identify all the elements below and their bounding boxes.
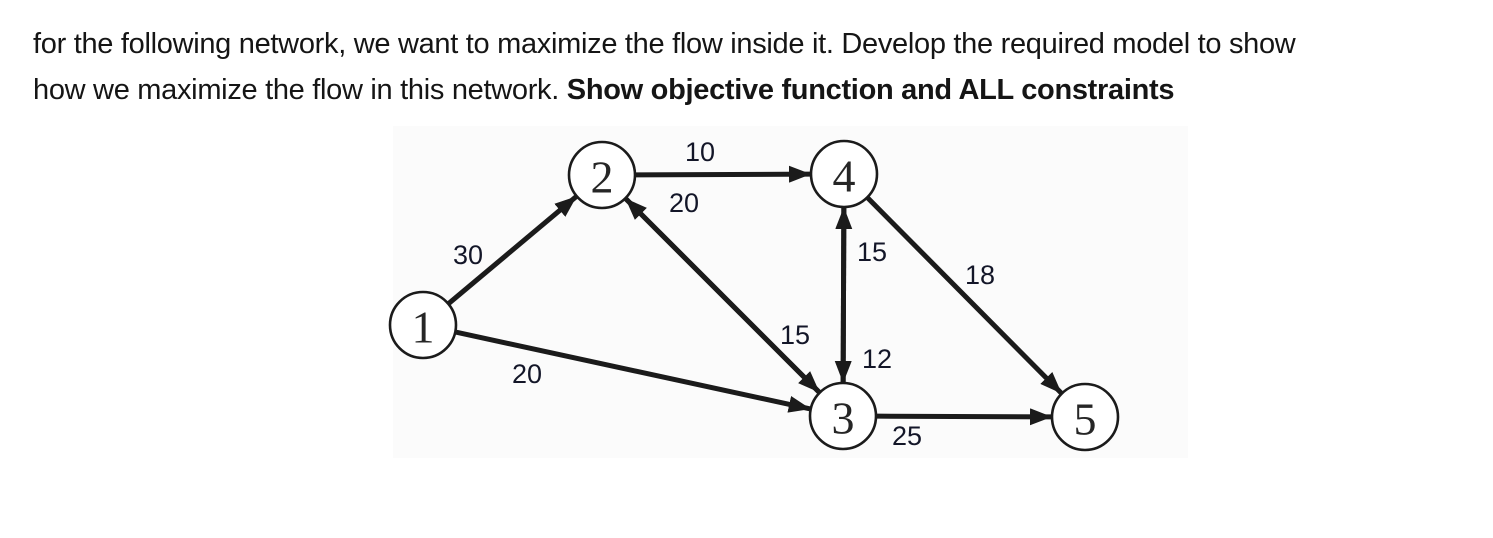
edge-4-3 xyxy=(834,207,852,384)
capacity-label-3-4-12: 12 xyxy=(862,344,892,374)
node-circle-1 xyxy=(388,290,458,360)
edge-1-3 xyxy=(455,329,811,413)
node-number-2: 2 xyxy=(591,152,614,203)
node-circle-3 xyxy=(808,381,878,451)
node-4: 4 xyxy=(809,139,879,209)
capacity-label-3-5-25: 25 xyxy=(892,421,922,451)
node-circle-5 xyxy=(1050,382,1120,452)
node-number-5: 5 xyxy=(1074,394,1097,445)
capacity-label-2-3-15: 15 xyxy=(780,320,810,350)
capacity-label-4-5-18: 18 xyxy=(965,260,995,290)
problem-statement-line2: how we maximize the flow in this network… xyxy=(33,67,1295,113)
node-number-4: 4 xyxy=(833,151,856,202)
node-circle-4 xyxy=(809,139,879,209)
edge-2-4 xyxy=(635,165,812,183)
statement-text-line2-regular: how we maximize the flow in this network… xyxy=(33,74,567,106)
edges-layer xyxy=(447,165,1063,426)
node-2: 2 xyxy=(567,140,637,210)
node-5: 5 xyxy=(1050,382,1120,452)
edge-1-2 xyxy=(447,194,578,306)
capacity-label-1-3-20: 20 xyxy=(512,359,542,389)
edge-3-2 xyxy=(624,197,821,394)
node-number-3: 3 xyxy=(832,393,855,444)
statement-text-line1: for the following network, we want to ma… xyxy=(33,28,1296,60)
problem-statement-line1: for the following network, we want to ma… xyxy=(33,21,1296,67)
node-3: 3 xyxy=(808,381,878,451)
node-number-1: 1 xyxy=(412,302,435,353)
edge-3-5 xyxy=(876,408,1053,426)
node-circle-2 xyxy=(567,140,637,210)
capacity-label-2-3-20: 20 xyxy=(669,188,699,218)
capacity-label-3-4-15: 15 xyxy=(857,237,887,267)
labels-layer: 30 20 10 20 15 15 12 18 25 xyxy=(453,137,995,451)
edge-4-5 xyxy=(866,196,1063,395)
capacity-label-1-2-30: 30 xyxy=(453,240,483,270)
statement-text-line2-bold: Show objective function and ALL constrai… xyxy=(566,74,1175,106)
node-1: 1 xyxy=(388,290,458,360)
problem-statement: for the following network, we want to ma… xyxy=(33,21,1296,113)
capacity-label-2-4-10: 10 xyxy=(685,137,715,167)
